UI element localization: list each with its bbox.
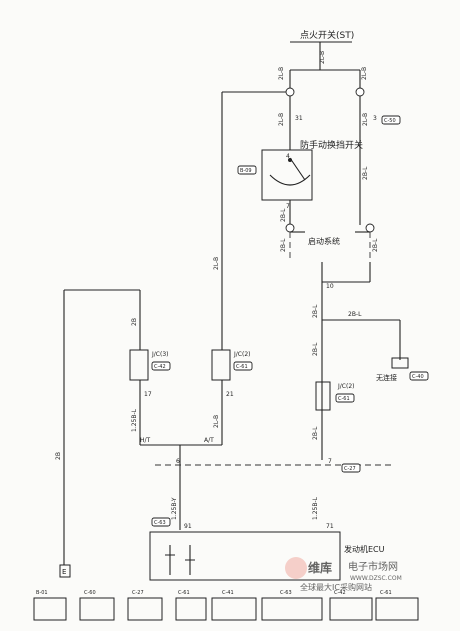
jc3-label: J/C(3): [151, 351, 168, 358]
not-connected-label: 无连接: [376, 373, 397, 382]
pin-21: 21: [226, 391, 234, 398]
bottom-connector-6-label: C-63: [280, 590, 292, 596]
connector-c42: [151, 361, 171, 371]
wire-label-125bl-r: 1.25B-L: [312, 496, 319, 520]
wire-label-2b2: 2B: [131, 318, 138, 326]
terminal-right-top: [355, 87, 365, 97]
wire-label-r5: 2B-L: [372, 238, 379, 252]
bottom-connector-5: [211, 597, 257, 621]
bottom-connector-3-label: C-27: [132, 590, 144, 596]
starting-system-label: 启动系统: [308, 236, 340, 246]
bottom-connector-4-label: C-61: [178, 590, 190, 596]
bottom-connector-3: [127, 597, 163, 621]
switch-pivot: [288, 158, 292, 162]
wire-label-rt: 2L-B: [361, 67, 368, 80]
terminal-left-bot: [285, 223, 295, 233]
pin-7b: 7: [328, 458, 332, 465]
splice-ht: H/T: [140, 437, 151, 444]
bottom-connector-8-label: C-61: [380, 590, 392, 596]
bottom-connector-2: [79, 597, 115, 621]
wire-label-feed: 2L-B: [319, 51, 326, 64]
ground-e-label: E: [62, 568, 66, 576]
connector-c61-right: [335, 393, 355, 403]
connector-c42-label: C-42: [154, 364, 166, 370]
bottom-connector-1-label: B-01: [36, 590, 48, 596]
connector-c27: [341, 463, 361, 473]
wire-label-m3: 2B-L: [312, 426, 319, 440]
wire-label-left: 2L-B: [213, 257, 220, 270]
wire-label-l4: 2B-L: [280, 208, 287, 222]
wire-label-r3: 2B-L: [362, 166, 369, 180]
wire-label-l2: 2L-B: [278, 113, 285, 126]
wire-label-125by: 1.25B-Y: [171, 497, 178, 520]
connector-c50-label: C-50: [384, 118, 396, 124]
watermark-site: 电子市场网: [348, 560, 398, 573]
pin-31: 31: [295, 115, 303, 122]
pin-7: 7: [286, 203, 290, 210]
inhibitor-switch-box: [261, 149, 313, 201]
connector-b09-label: B-09: [240, 168, 252, 174]
wire-label-m1: 2B-L: [312, 304, 319, 318]
bottom-connector-1: [33, 597, 67, 621]
wire-label-r2: 2L-B: [362, 113, 369, 126]
switch-arc: [269, 174, 311, 186]
pin-6: 6: [176, 458, 180, 465]
bottom-connectors: B-01 C-60 C-27 C-61 C-41 C-63 C-42 C-61: [33, 590, 419, 621]
watermark-brand: 维库: [308, 560, 332, 575]
connector-b09: [237, 165, 257, 175]
connector-c63: [151, 517, 171, 527]
bottom-connector-5-label: C-41: [222, 590, 234, 596]
connector-c61-left-label: C-61: [236, 364, 248, 370]
connector-c61-right-label: C-61: [338, 396, 350, 402]
watermark: 维库 电子市场网 WWW.DZSC.COM 全球最大IC采购网站: [285, 557, 402, 592]
bottom-connector-7: [329, 597, 373, 621]
switch-contact: [289, 157, 306, 181]
pin-4: 4: [286, 153, 290, 160]
connector-c40: [409, 371, 429, 381]
inhibitor-switch-label: 防手动换挡开关: [300, 139, 363, 151]
pin-10: 10: [326, 283, 334, 290]
jc3-box: [129, 349, 149, 381]
connector-c27-label: C-27: [344, 466, 356, 472]
watermark-logo: [285, 557, 307, 579]
connector-c50: [381, 115, 401, 125]
ecu-internal: [165, 545, 195, 575]
wire-label-nc: 2B-L: [348, 311, 362, 318]
pin-71: 71: [326, 523, 334, 530]
connector-c61-left: [233, 361, 253, 371]
connector-c63-label: C-63: [154, 520, 166, 526]
ground-e: [59, 564, 71, 578]
wire-label-125bl: 1.25B-L: [131, 408, 138, 432]
terminal-right-bot: [365, 223, 375, 233]
nc-connector: [391, 357, 409, 369]
wire-label-2lb: 2L-B: [213, 415, 220, 428]
connector-c40-label: C-40: [412, 374, 424, 380]
pin-17: 17: [144, 391, 152, 398]
jc2-right-box: [315, 381, 331, 411]
wire-label-m2: 2B-L: [312, 342, 319, 356]
jc2-right-label: J/C(2): [337, 383, 354, 390]
diagram-title: 点火开关(ST): [300, 29, 354, 41]
wire-label-l5: 2B-L: [280, 238, 287, 252]
bottom-connector-8: [375, 597, 419, 621]
bottom-connector-7-label: C-42: [334, 590, 346, 596]
wire-label-2b: 2B: [55, 452, 62, 460]
jc2-left-label: J/C(2): [233, 351, 250, 358]
bottom-connector-2-label: C-60: [84, 590, 96, 596]
jc2-left-box: [211, 349, 231, 381]
wire-label-lt: 2L-B: [278, 67, 285, 80]
ecu-label: 发动机ECU: [344, 544, 385, 554]
splice-at: A/T: [204, 437, 214, 444]
terminal-left-top: [285, 87, 295, 97]
bottom-connector-4: [175, 597, 207, 621]
bottom-connector-6: [261, 597, 323, 621]
pin-91: 91: [184, 523, 192, 530]
ecu-box: [149, 531, 341, 581]
watermark-slogan: 全球最大IC采购网站: [300, 582, 372, 592]
watermark-url: WWW.DZSC.COM: [350, 575, 402, 582]
pin-3: 3: [373, 115, 377, 122]
